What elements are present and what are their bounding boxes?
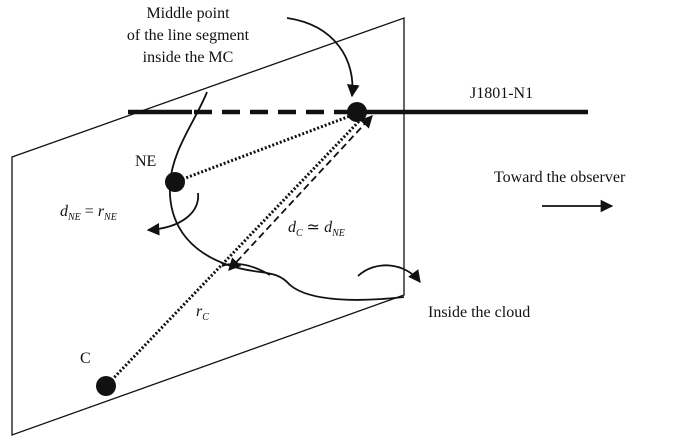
ne-to-midpoint-dotted (174, 111, 359, 184)
source-label: J1801-N1 (470, 85, 533, 102)
cloud-plane (11, 17, 405, 436)
ne-distance-arrow (146, 192, 199, 236)
ne-dot (165, 172, 185, 192)
midpoint-dot (347, 102, 367, 122)
ne-label: NE (135, 153, 156, 170)
middle-point-label-line2: of the line segment (127, 27, 250, 44)
dc-dashed-arrow (228, 115, 373, 271)
dne-equals-rne: dNE = rNE (60, 203, 117, 223)
inside-cloud-arrow (357, 264, 421, 284)
inside-cloud-label: Inside the cloud (428, 304, 530, 321)
midpoint-pointer-arrow (286, 17, 360, 98)
dc-approx-dne: dC ≃ dNE (288, 219, 345, 239)
c-label: C (80, 350, 91, 367)
rc-label: rC (196, 303, 209, 323)
bracket-curve (221, 262, 271, 276)
middle-point-label-line1: Middle point (146, 5, 230, 22)
middle-point-label-line3: inside the MC (143, 49, 234, 66)
toward-observer-label: Toward the observer (494, 169, 626, 186)
c-dot (96, 376, 116, 396)
